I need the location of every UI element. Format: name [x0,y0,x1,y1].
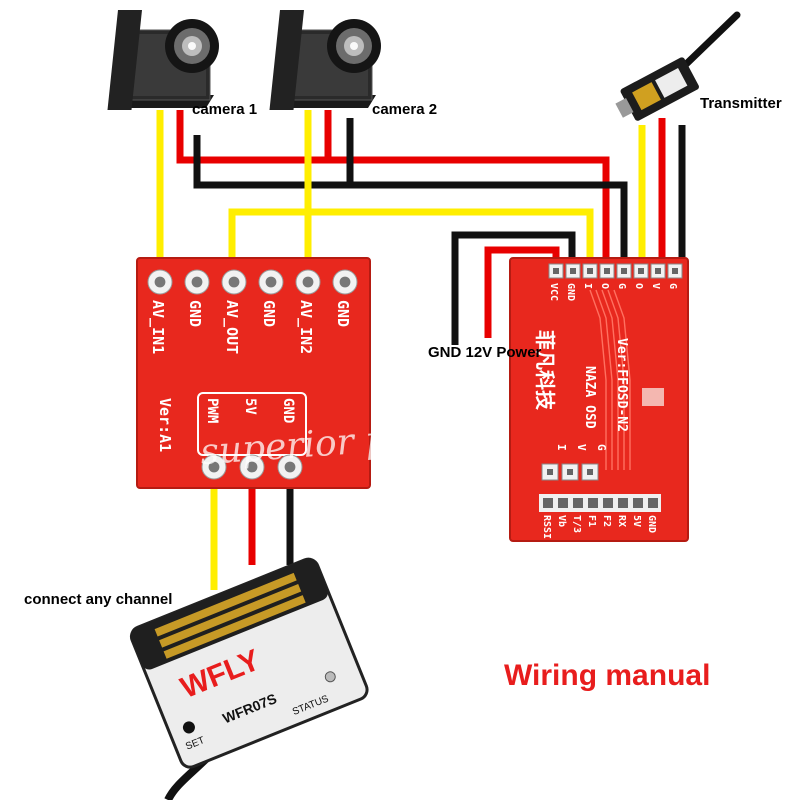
osd-bottom-pin-label-5: RX [616,515,627,527]
osd-top-pin-hole-5 [638,268,644,274]
osd-bottom-pin-label-4: F2 [601,515,612,527]
osd-bottom-pin-label-7: GND [646,515,657,533]
osd-top-pin-hole-7 [672,268,678,274]
osd-mid-pin-hole-1 [567,469,573,475]
osd-mid-pin-label-1: V [575,444,588,451]
osd-top-pin-label-7: G [667,283,678,289]
osd-name: NAZA OSD [582,366,597,429]
osd-bottom-pin-label-6: 5V [631,515,642,527]
osd-bottom-pin-2 [573,498,583,508]
switcher-version: Ver:A1 [156,398,174,452]
osd-bottom-pin-label-3: F1 [586,515,597,527]
switcher-power-label-1: 5V [242,398,258,415]
switcher-pin-label-2: AV_OUT [223,300,241,354]
switcher-pin-label-1: GND [186,300,204,327]
osd-top-pin-hole-6 [655,268,661,274]
switcher-power-pin-2-hole [284,461,296,473]
camera-1 [107,10,219,110]
osd-bottom-pin-5 [618,498,628,508]
switcher-pin-4-hole [302,276,314,288]
camera-2 [269,10,381,110]
switcher-power-label-0: GND [280,398,296,423]
osd-top-pin-label-2: I [582,283,593,289]
receiver-set-button[interactable] [181,720,197,736]
receiver-pin-header [154,572,306,659]
wires [156,110,686,590]
osd-bottom-pin-4 [603,498,613,508]
osd-bottom-pin-label-1: Vb [556,515,567,527]
diagram-title: Wiring manual [504,659,710,692]
osd-top-pin-hole-2 [587,268,593,274]
osd-top-pin-label-1: GND [565,283,576,301]
switcher-power-pin-0-hole [208,461,220,473]
osd-top-pin-label-5: O [633,283,644,289]
osd-top-pin-hole-0 [553,268,559,274]
switcher-pin-2-hole [228,276,240,288]
osd-bottom-pin-label-0: RSSI [541,515,552,539]
osd-bottom-pin-3 [588,498,598,508]
wire-power-gnd [451,231,576,345]
label-channel: connect any channel [24,591,172,608]
wire-cam1-power [176,110,610,262]
osd-top-pin-label-4: G [616,283,627,289]
osd-bottom-pin-1 [558,498,568,508]
receiver-status-led [324,671,336,683]
switcher-pin-1-hole [191,276,203,288]
osd-top-pin-label-0: VCC [548,283,559,301]
osd-top-pin-hole-1 [570,268,576,274]
osd-top-pin-label-3: O [599,283,610,289]
label-camera-2: camera 2 [372,101,437,118]
switcher-pin-label-5: GND [334,300,352,327]
osd-bottom-pin-7 [648,498,658,508]
label-camera-1: camera 1 [192,101,257,118]
switcher-power-label-2: PWM [204,398,220,423]
switcher-pin-label-3: GND [260,300,278,327]
label-power: GND 12V Power [428,344,542,361]
osd-mid-pin-label-2: G [595,444,608,451]
switcher-power-pin-1-hole [246,461,258,473]
osd-top-pin-hole-4 [621,268,627,274]
switcher-pin-3-hole [265,276,277,288]
antenna-icon [676,11,741,74]
osd-mid-pin-label-0: I [555,444,568,451]
switcher-pin-5-hole [339,276,351,288]
transmitter [615,11,741,121]
osd-top-pin-hole-3 [604,268,610,274]
switcher-pin-0-hole [154,276,166,288]
osd-bottom-pin-label-2: T/3 [571,515,582,533]
wire-power-12v [484,246,560,338]
receiver: WFLY WFR07S STATUS SET [129,557,369,800]
switcher-pin-label-4: AV_IN2 [297,300,315,354]
osd-bottom-pin-6 [633,498,643,508]
osd-bottom-pin-0 [543,498,553,508]
wire-cam1-gnd [193,135,628,262]
osd-chinese-label: 菲凡科技 [533,330,557,411]
label-transmitter: Transmitter [700,95,782,112]
osd-version: Ver:FFOSD-N2 [614,338,629,432]
wire-avout-osd [228,208,594,262]
osd-mid-pin-hole-0 [547,469,553,475]
switcher-pin-label-0: AV_IN1 [149,300,167,354]
osd-mid-pin-hole-2 [587,469,593,475]
osd-traces [589,289,631,470]
osd-top-pin-label-6: V [650,283,661,289]
